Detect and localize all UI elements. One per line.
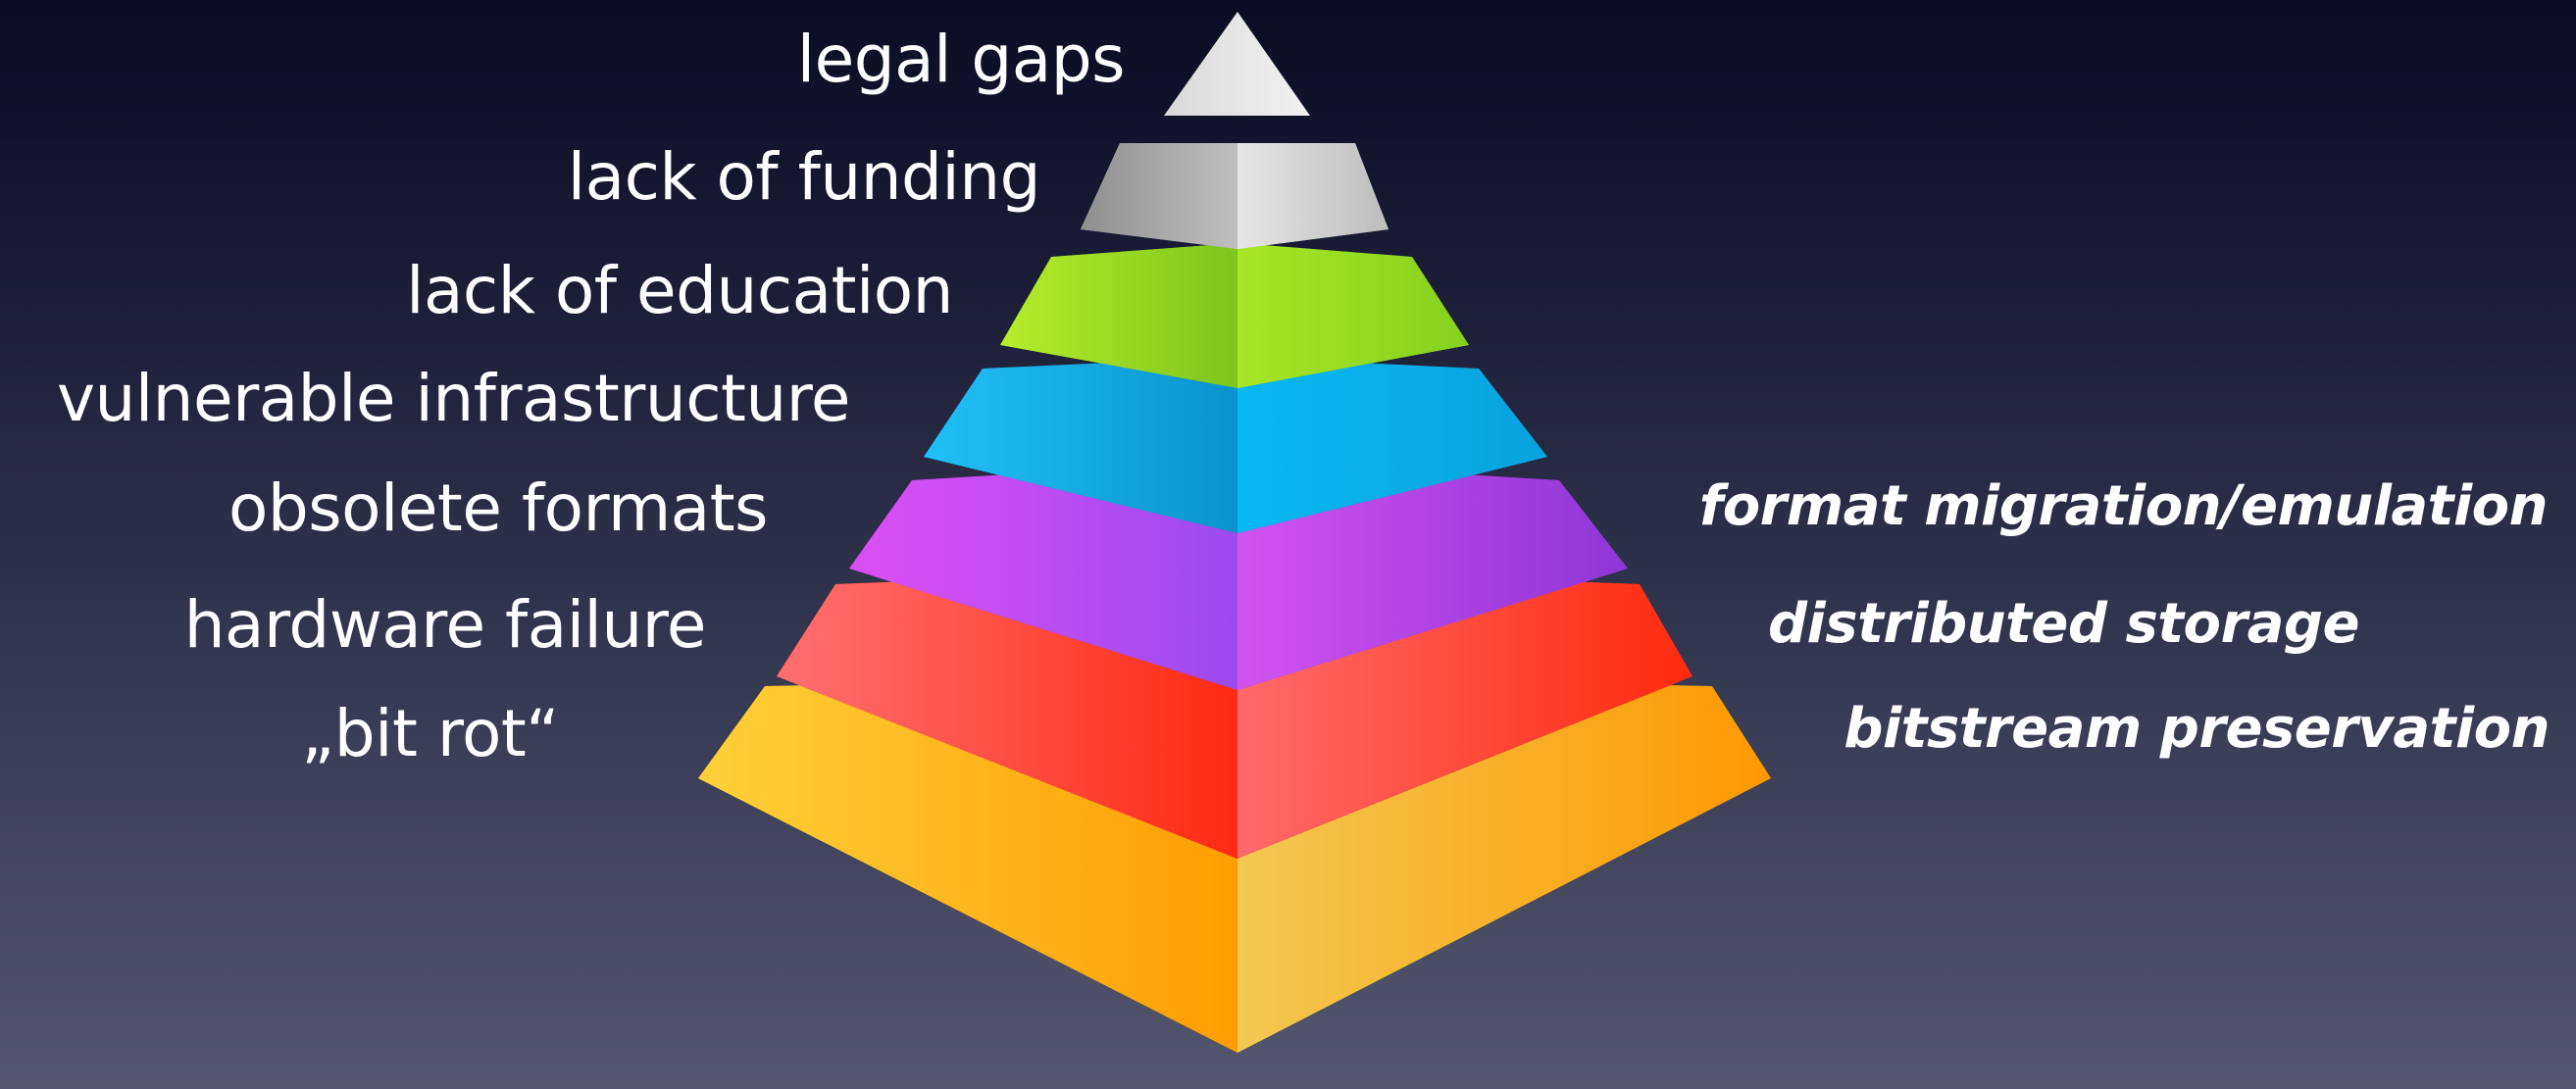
label-obsolete-formats: obsolete formats — [227, 470, 769, 546]
label-vulnerable-infrastructure: vulnerable infrastructure — [56, 361, 851, 436]
tier-lack-of-funding-left — [1081, 143, 1237, 249]
label-distributed-storage: distributed storage — [1767, 592, 2360, 656]
label-bit-rot: „bit rot“ — [301, 696, 559, 771]
label-legal-gaps: legal gaps — [796, 22, 1126, 97]
tier-lack-of-funding-right — [1237, 143, 1389, 249]
label-hardware-failure: hardware failure — [183, 587, 707, 663]
label-lack-of-funding: lack of funding — [567, 139, 1041, 215]
tier-lack-of-education-left — [1000, 243, 1237, 388]
label-lack-of-education: lack of education — [406, 253, 953, 328]
label-format-migration: format migration/emulation — [1698, 474, 2549, 538]
tier-vulnerable-infrastructure-left — [924, 357, 1237, 533]
tier-vulnerable-infrastructure-right — [1237, 357, 1547, 533]
label-bitstream-preservation: bitstream preservation — [1844, 697, 2550, 761]
tier-obsolete-formats-left — [849, 461, 1237, 690]
tier-legal-gaps — [1164, 12, 1310, 116]
tier-lack-of-education-right — [1237, 243, 1469, 388]
tier-obsolete-formats-right — [1237, 461, 1628, 690]
